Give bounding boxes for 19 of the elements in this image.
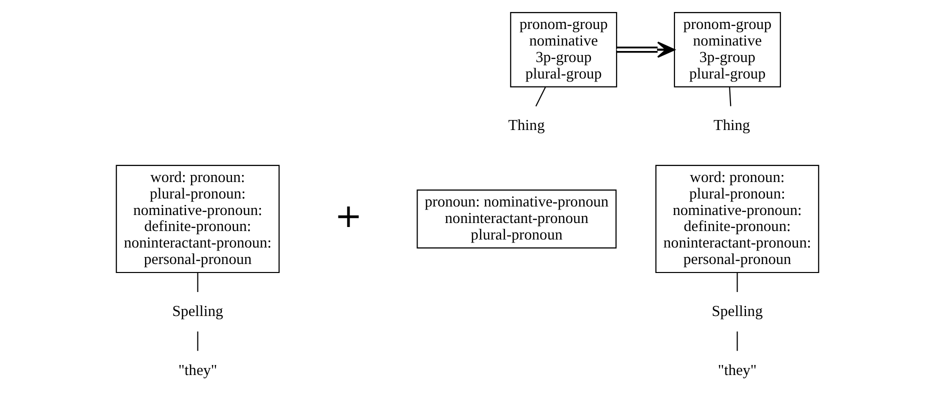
connector xyxy=(196,272,198,292)
arrow xyxy=(616,42,675,58)
connector xyxy=(736,332,738,351)
label: + xyxy=(334,197,362,236)
node-text: Spelling xyxy=(172,302,223,320)
node-text: Spelling xyxy=(711,302,762,320)
node-text: "they" xyxy=(717,362,756,379)
connector xyxy=(534,86,546,106)
node-text: Thing xyxy=(713,117,750,134)
node-box: word: pronoun: plural-pronoun: nominative-pronoun: definite-pronoun: noninteractant-pronoun: personal-pronoun xyxy=(115,164,280,274)
node-box: pronom-group nominative 3p-group plural-group xyxy=(673,12,780,88)
node-box: pronoun: nominative-pronoun noninteractant-pronoun plural-pronoun xyxy=(416,189,616,248)
connector xyxy=(736,272,738,292)
connector xyxy=(728,87,731,106)
node-text: "they" xyxy=(178,362,217,379)
connector xyxy=(196,332,198,351)
node-box: word: pronoun: plural-pronoun: nominative-pronoun: definite-pronoun: noninteractant-pronoun: personal-pronoun xyxy=(654,164,819,274)
node-text: Thing xyxy=(508,117,544,134)
node-box: pronom-group nominative 3p-group plural-group xyxy=(510,12,617,88)
